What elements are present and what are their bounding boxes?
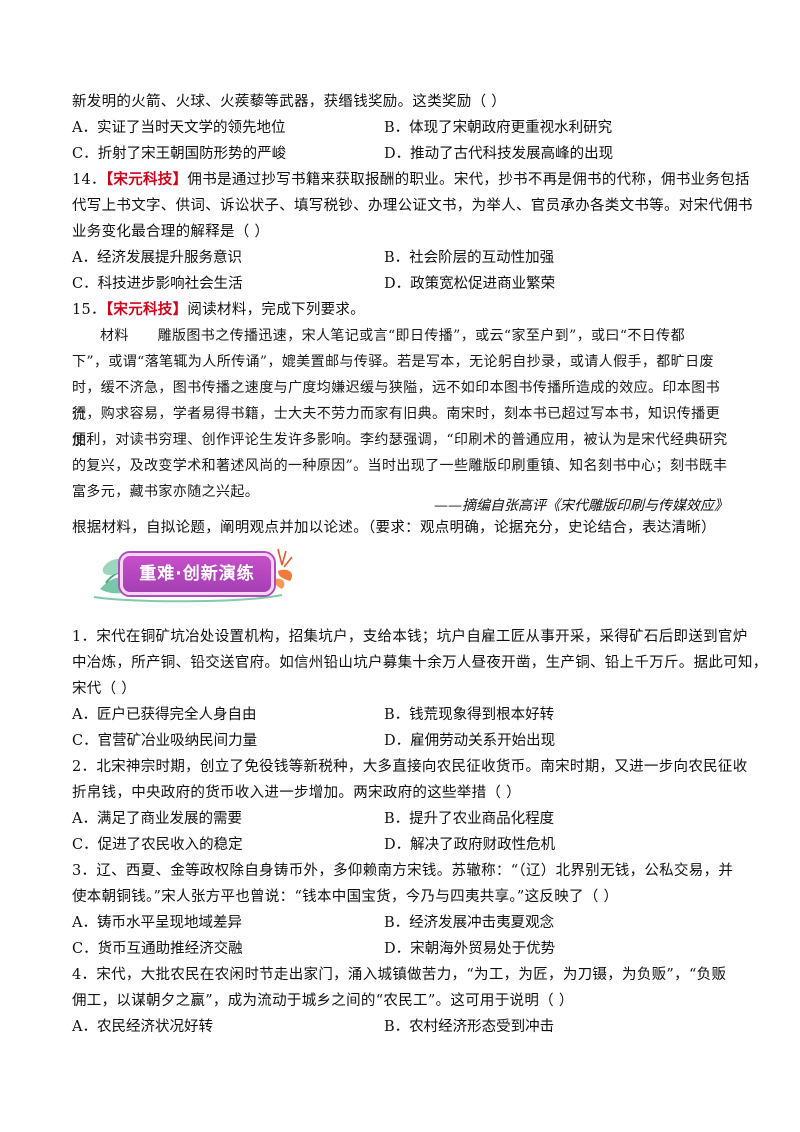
q14-option-b: B．社会阶层的互动性加强 <box>384 250 555 266</box>
n2-option-a: A．满足了商业发展的需要 <box>72 811 242 827</box>
n3-option-b: B．经济发展冲击夷夏观念 <box>384 915 555 931</box>
n4-option-a: A．农民经济状况好转 <box>72 1019 213 1035</box>
n2-stem-line2: 折帛钱，中央政府的货币收入进一步增加。两宋政府的这些举措（ ） <box>72 785 521 801</box>
n2-stem-line1: 2．北宋神宗时期，创立了免役钱等新税种，大多直接向农民征收货币。南宋时期，又进一… <box>72 759 748 775</box>
q13-stem: 新发明的火箭、火球、火蒺藜等武器，获缗钱奖励。这类奖励（ ） <box>72 94 507 110</box>
n4-stem-line2: 佣工，以谋朝夕之赢”，成为流动于城乡之间的“农民工”。这可用于说明（ ） <box>72 993 574 1009</box>
q14-stem-line1: 14．【宋元科技】佣书是通过抄写书籍来获取报酬的职业。宋代，抄书不再是佣书的代称… <box>72 167 750 193</box>
n1-stem-line2: 中冶炼，所产铜、铅交送官府。如信州铅山坑户募集十余万人昼夜开凿，生产铜、铅上千万… <box>72 655 768 671</box>
q15-source-citation: ——摘编自张高评《宋代雕版印刷与传媒效应》 <box>434 498 728 514</box>
q15-material-line2: 下”，或谓“落笔辄为人所传诵”，媲美置邮与传驿。若是写本，无论躬自抄录，或请人假… <box>72 354 714 370</box>
q15-material-line4: 行，购求容易，学者易得书籍，士大夫不劳力而家有旧典。南宋时，刻本书已超过写本书，… <box>72 406 720 449</box>
q15-stem: 15．【宋元科技】阅读材料，完成下列要求。 <box>72 297 728 323</box>
n3-option-d: D．宋朝海外贸易处于优势 <box>384 941 556 957</box>
section-banner: 重难·创新演练 <box>92 545 302 603</box>
q14-topic-tag: 【宋元科技】 <box>105 171 188 188</box>
n1-stem-line3: 宋代（ ） <box>72 681 137 697</box>
q14-option-a: A．经济发展提升服务意识 <box>72 250 242 266</box>
q13-option-c: C．折射了宋王朝国防形势的严峻 <box>72 146 287 162</box>
q15-material-line5: 便利，对读书穷理、创作评论生发许多影响。李约瑟强调，“印刷术的普通应用，被认为是… <box>72 432 728 448</box>
q14-stem-line3: 业务变化最合理的解释是（ ） <box>72 224 270 240</box>
n2-option-b: B．提升了农业商品化程度 <box>384 811 555 827</box>
q15-number: 15． <box>72 302 106 318</box>
n3-option-c: C．货币互通助推经济交融 <box>72 941 243 957</box>
n1-stem-line1: 1．宋代在铜矿坑冶处设置机构，招集坑户，支给本钱；坑户自雇工匠从事开采，采得矿石… <box>72 629 748 645</box>
q13-option-a: A．实证了当时天文学的领先地位 <box>72 120 286 136</box>
q14-stem-line2: 代写上书文字、供词、诉讼状子、填写税钞、办理公证文书，为举人、官员承办各类文书等… <box>72 198 753 214</box>
q14-number: 14． <box>72 172 106 188</box>
q14-option-d: D．政策宽松促进商业繁荣 <box>384 276 556 292</box>
n4-stem-line1: 4．宋代，大批农民在农闲时节走出家门，涌入城镇做苦力，“为工，为匠，为刀镊，为负… <box>72 967 727 983</box>
q15-material-line1: 材料 雕版图书之传播迅速，宋人笔记或言“即日传播”，或云“家至户到”，或曰“不日… <box>100 328 685 344</box>
q15-intro: 阅读材料，完成下列要求。 <box>187 302 366 318</box>
n3-option-a: A．铸币水平呈现地域差异 <box>72 915 242 931</box>
n1-option-c: C．官营矿冶业吸纳民间力量 <box>72 733 258 749</box>
n1-option-a: A．匠户已获得完全人身自由 <box>72 707 257 723</box>
q13-option-b: B．体现了宋朝政府更重视水利研究 <box>384 120 613 136</box>
q14-option-c: C．科技进步影响社会生活 <box>72 276 243 292</box>
q15-topic-tag: 【宋元科技】 <box>105 301 188 318</box>
q15-material-line6: 的复兴，及改变学术和著述风尚的一种原因”。当时出现了一些雕版印刷重镇、知名刻书中… <box>72 458 728 474</box>
n4-option-b: B．农村经济形态受到冲击 <box>384 1019 555 1035</box>
q14-text: 佣书是通过抄写书籍来获取报酬的职业。宋代，抄书不再是佣书的代称，佣书业务包括 <box>187 172 750 188</box>
q15-material-line7: 富多元，藏书家亦随之兴起。 <box>72 484 260 500</box>
n1-option-d: D．雇佣劳动关系开始出现 <box>384 733 556 749</box>
n1-option-b: B．钱荒现象得到根本好转 <box>384 707 555 723</box>
q15-requirement: 根据材料，自拟论题，阐明观点并加以论述。（要求：观点明确，论据充分，史论结合，表… <box>72 520 716 536</box>
n3-stem-line1: 3．辽、西夏、金等政权除自身铸币外，多仰赖南方宋钱。苏辙称：“（辽）北界别无钱，… <box>72 863 734 879</box>
q15-material-line3: 时，缓不济急，图书传播之速度与广度均嫌迟缓与狭隘，远不如印本图书传播所造成的效应… <box>72 380 720 423</box>
n2-option-c: C．促进了农民收入的稳定 <box>72 837 243 853</box>
n3-stem-line2: 使本朝铜钱。”宋人张方平也曾说：“钱本中国宝货，今乃与四夷共享。”这反映了（ ） <box>72 889 619 905</box>
n2-option-d: D．解决了政府财政性危机 <box>384 837 556 853</box>
q13-option-d: D．推动了古代科技发展高峰的出现 <box>384 146 614 162</box>
banner-box <box>120 553 274 595</box>
banner-title: 重难·创新演练 <box>139 564 255 584</box>
